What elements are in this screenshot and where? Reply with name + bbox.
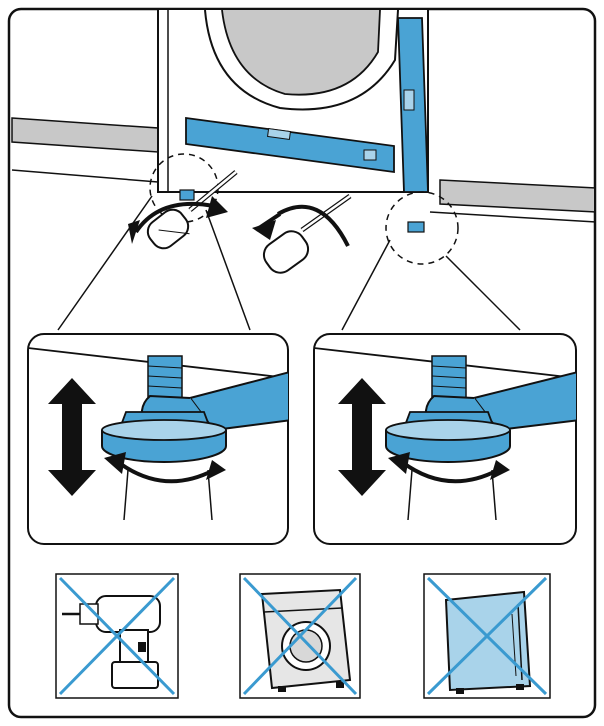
no-tilting-machine: [239, 573, 361, 699]
floor-line-left: [11, 169, 159, 183]
screwdriver-icon-2: [262, 193, 352, 274]
up-down-arrow-icon: [48, 378, 96, 496]
cross-line-b: [58, 576, 176, 696]
rotation-arrow-icon: [134, 201, 215, 234]
leveling-overview: [11, 10, 594, 274]
adjustable-foot-icon: [101, 411, 227, 463]
connector-right-b: [445, 255, 521, 331]
arrowhead-cw-left: [206, 196, 228, 218]
connector-left-b: [205, 209, 251, 331]
connector-left-a: [57, 195, 153, 331]
cross-line-f: [426, 576, 548, 696]
adjustable-foot-right: [407, 221, 425, 233]
detail-right-foot: [313, 333, 577, 545]
no-laying-machine-on-side: [423, 573, 551, 699]
rotation-arrow-icon-2: [277, 204, 350, 247]
spirit-level-icon: [185, 116, 395, 174]
no-power-drill: [55, 573, 179, 699]
detail-left-foot: [27, 333, 289, 545]
adjustable-foot-icon-right: [385, 411, 511, 463]
cross-line-d: [242, 576, 358, 696]
callout-circle-right: [385, 191, 459, 265]
spirit-level-vertical-icon: [397, 17, 429, 193]
rotation-arrow-icon-right: [400, 460, 499, 484]
power-drill-icon: [62, 595, 161, 689]
up-down-arrow-icon-right: [338, 378, 386, 496]
adjustable-foot-left: [179, 189, 195, 201]
floor-line-right: [429, 211, 594, 223]
rotation-arrow-icon-left: [116, 460, 215, 484]
arrowhead-ccw-right: [252, 220, 276, 240]
connector-right-a: [341, 239, 391, 331]
